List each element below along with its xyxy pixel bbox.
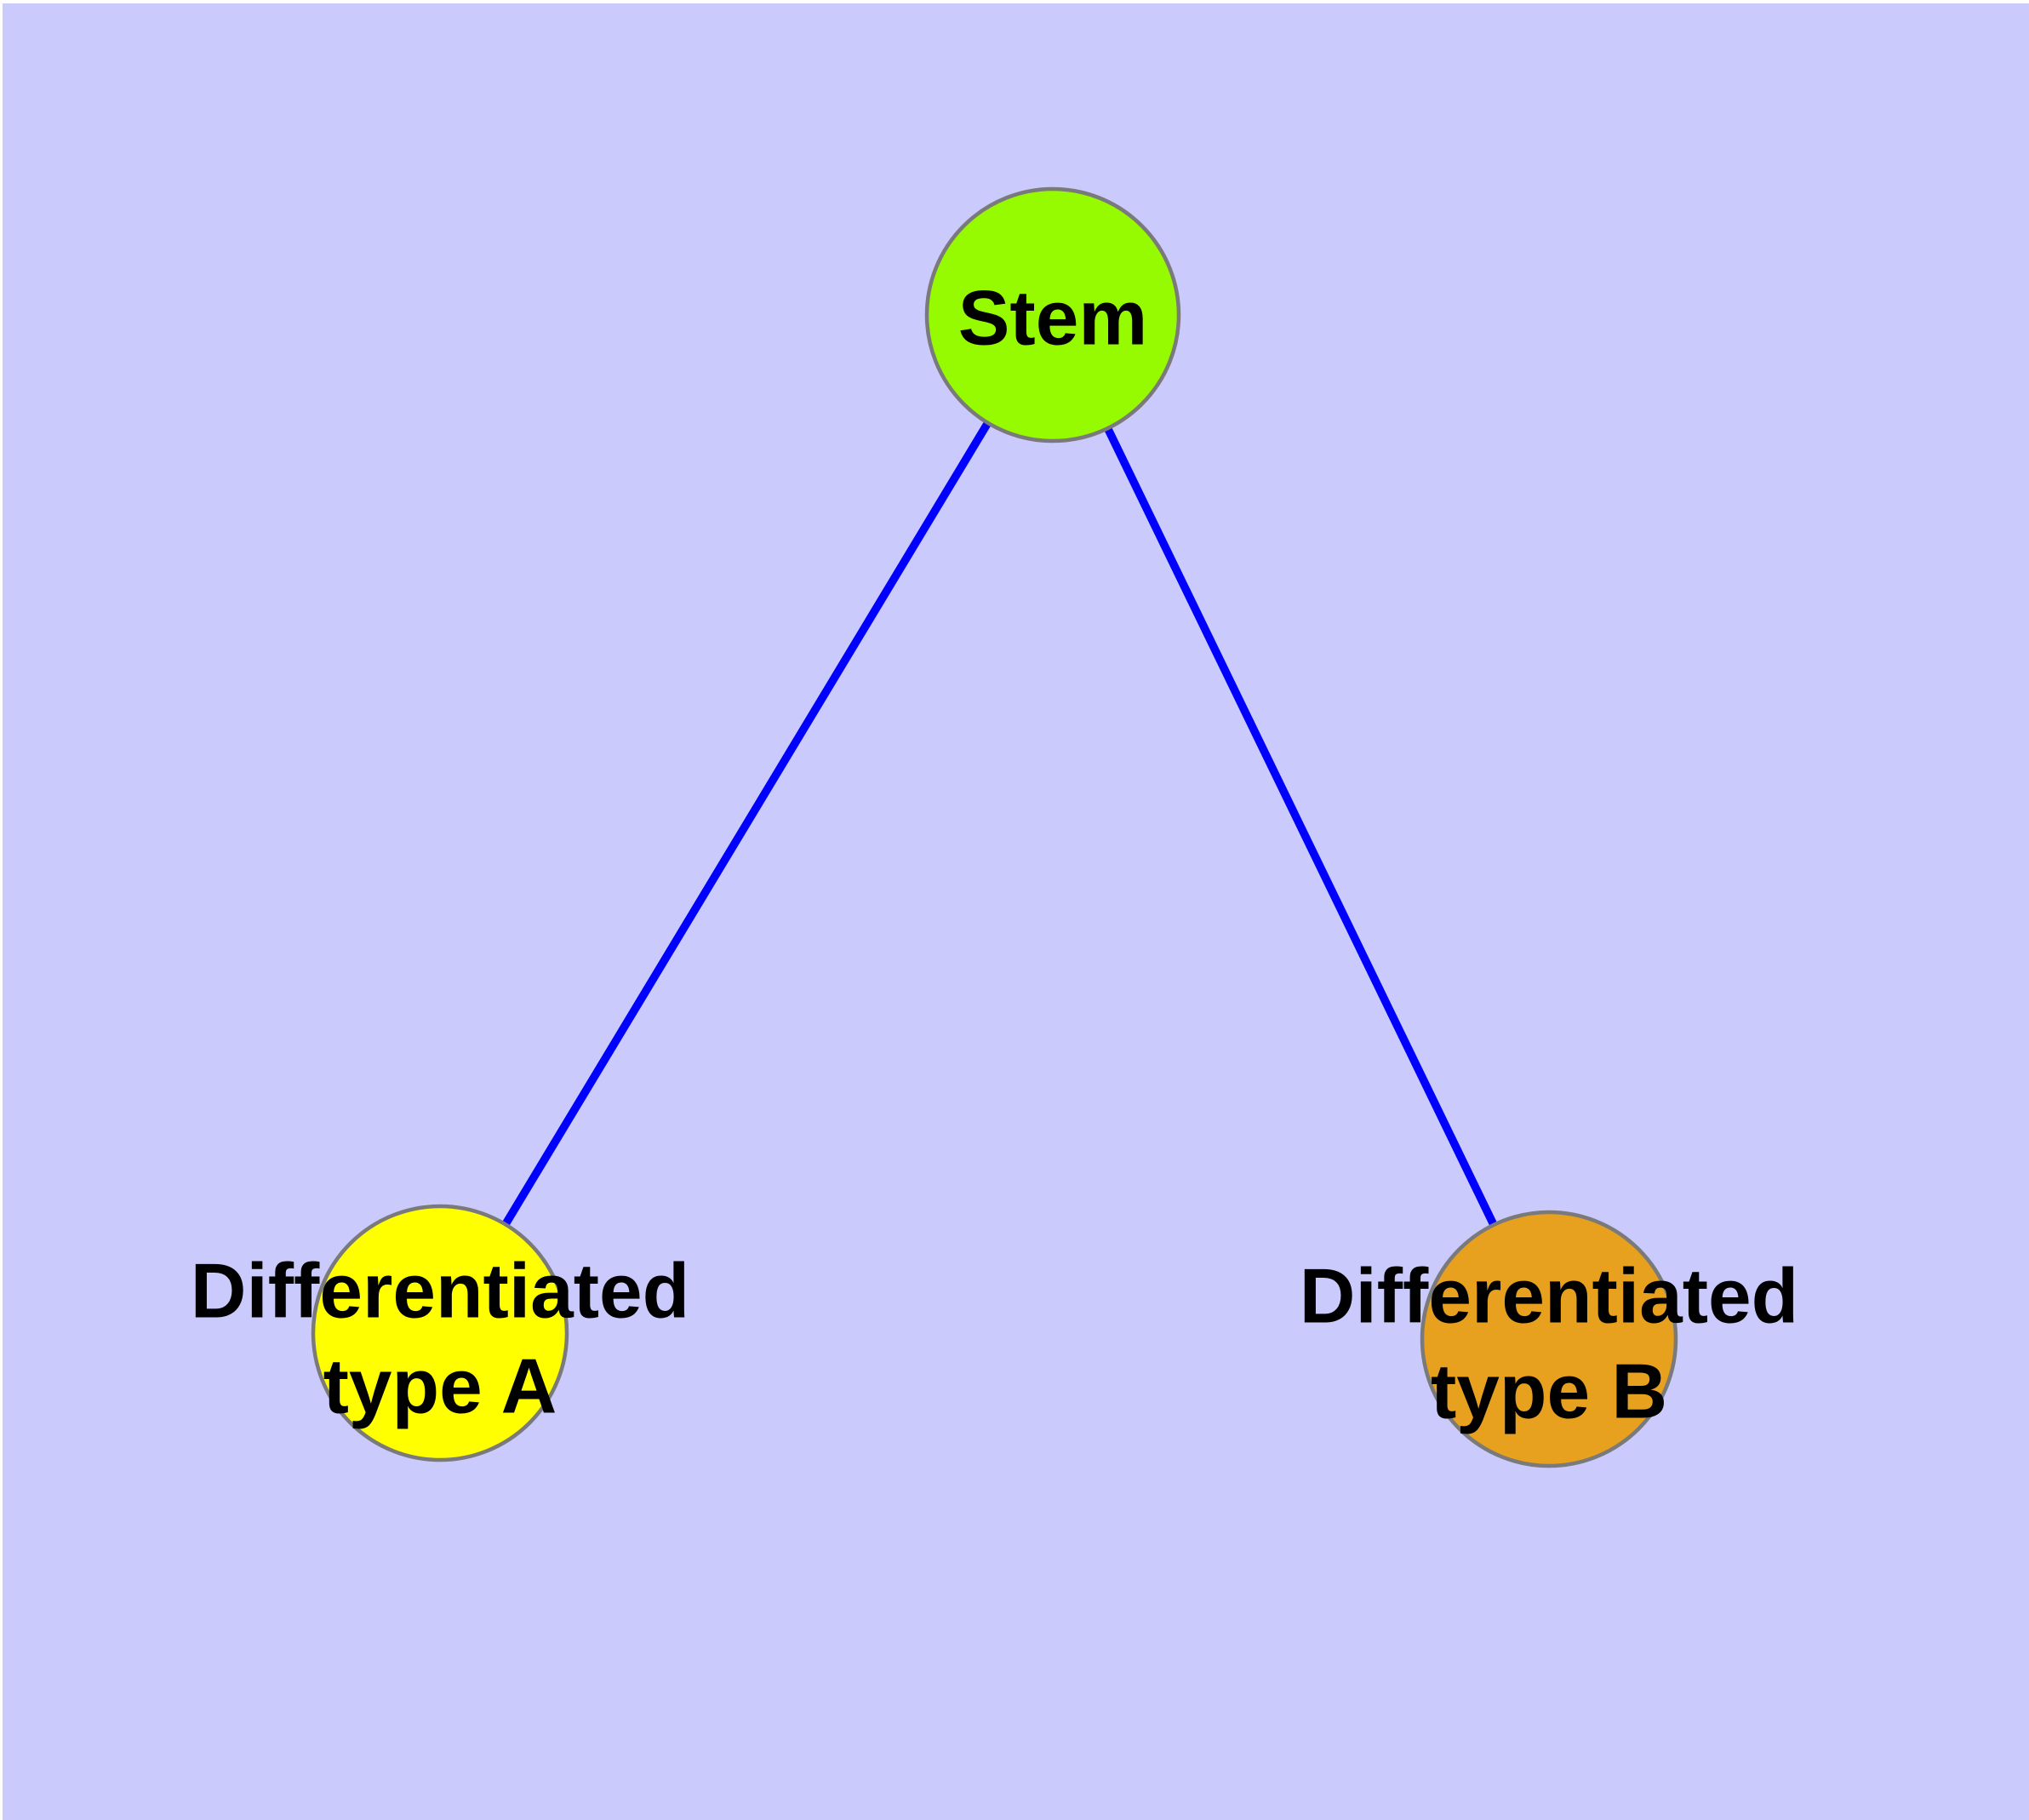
edge-stem-to-type-a — [436, 312, 1057, 1336]
node-group — [311, 186, 1678, 1468]
node-differentiated-type-a — [311, 1204, 569, 1462]
edge-group — [436, 312, 1553, 1342]
node-type-a-label-line1: Differentiated — [191, 1249, 690, 1335]
edge-stem-to-type-b — [1049, 312, 1553, 1342]
node-differentiated-type-b — [1420, 1210, 1678, 1468]
node-type-b-label-line1: Differentiated — [1300, 1254, 1799, 1340]
node-type-a-label-line2: type A — [323, 1344, 557, 1430]
node-type-b-label-line2: type B — [1431, 1349, 1667, 1435]
node-stem-label: Stem — [958, 276, 1148, 362]
label-group: Stem Differentiated type A Differentiate… — [191, 276, 1799, 1435]
node-stem — [924, 186, 1181, 444]
